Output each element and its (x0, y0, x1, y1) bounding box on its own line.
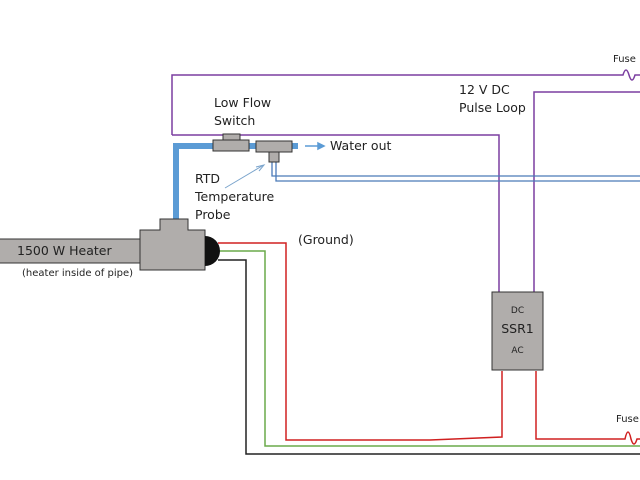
pulse-loop-label-1: 12 V DC (459, 82, 510, 97)
rtd-label-3: Probe (195, 207, 231, 222)
heater-label: 1500 W Heater (17, 243, 112, 258)
heater-tee (139, 218, 206, 271)
ac-hot-wire-out (535, 371, 640, 445)
pulse-loop-label-2: Pulse Loop (459, 100, 526, 115)
heater-note: (heater inside of pipe) (22, 268, 134, 279)
low-flow-label-1: Low Flow (214, 95, 272, 110)
ssr-name-label: SSR1 (501, 321, 534, 336)
ground-wire (218, 250, 640, 447)
low-flow-switch-button (222, 133, 241, 141)
low-flow-switch (212, 139, 250, 152)
ac-hot-wire (218, 242, 503, 441)
heater-terminal-cap (205, 236, 220, 266)
low-flow-label-2: Switch (214, 113, 256, 128)
rtd-label-2: Temperature (195, 189, 275, 204)
neutral-wire (218, 259, 640, 455)
dc-wire-inner (172, 134, 500, 292)
rtd-pointer-arrow-icon (224, 164, 266, 189)
ground-label: (Ground) (298, 232, 354, 247)
dc-wire-return (533, 91, 640, 292)
dc-wire-outer (171, 69, 640, 135)
rtd-stem (268, 151, 280, 163)
fuse-top-label: Fuse (613, 54, 636, 65)
rtd-wire-2 (275, 160, 640, 182)
ssr-dc-label: DC (510, 306, 525, 316)
ssr1-box (491, 291, 544, 371)
ssr-ac-label: AC (511, 346, 524, 356)
rtd-tee (255, 140, 293, 153)
rtd-wire-1 (271, 160, 640, 177)
rtd-label-1: RTD (195, 171, 221, 186)
water-out-arrow-icon (305, 141, 326, 151)
water-out-label: Water out (330, 138, 392, 153)
fuse-bottom-label: Fuse (616, 414, 639, 425)
